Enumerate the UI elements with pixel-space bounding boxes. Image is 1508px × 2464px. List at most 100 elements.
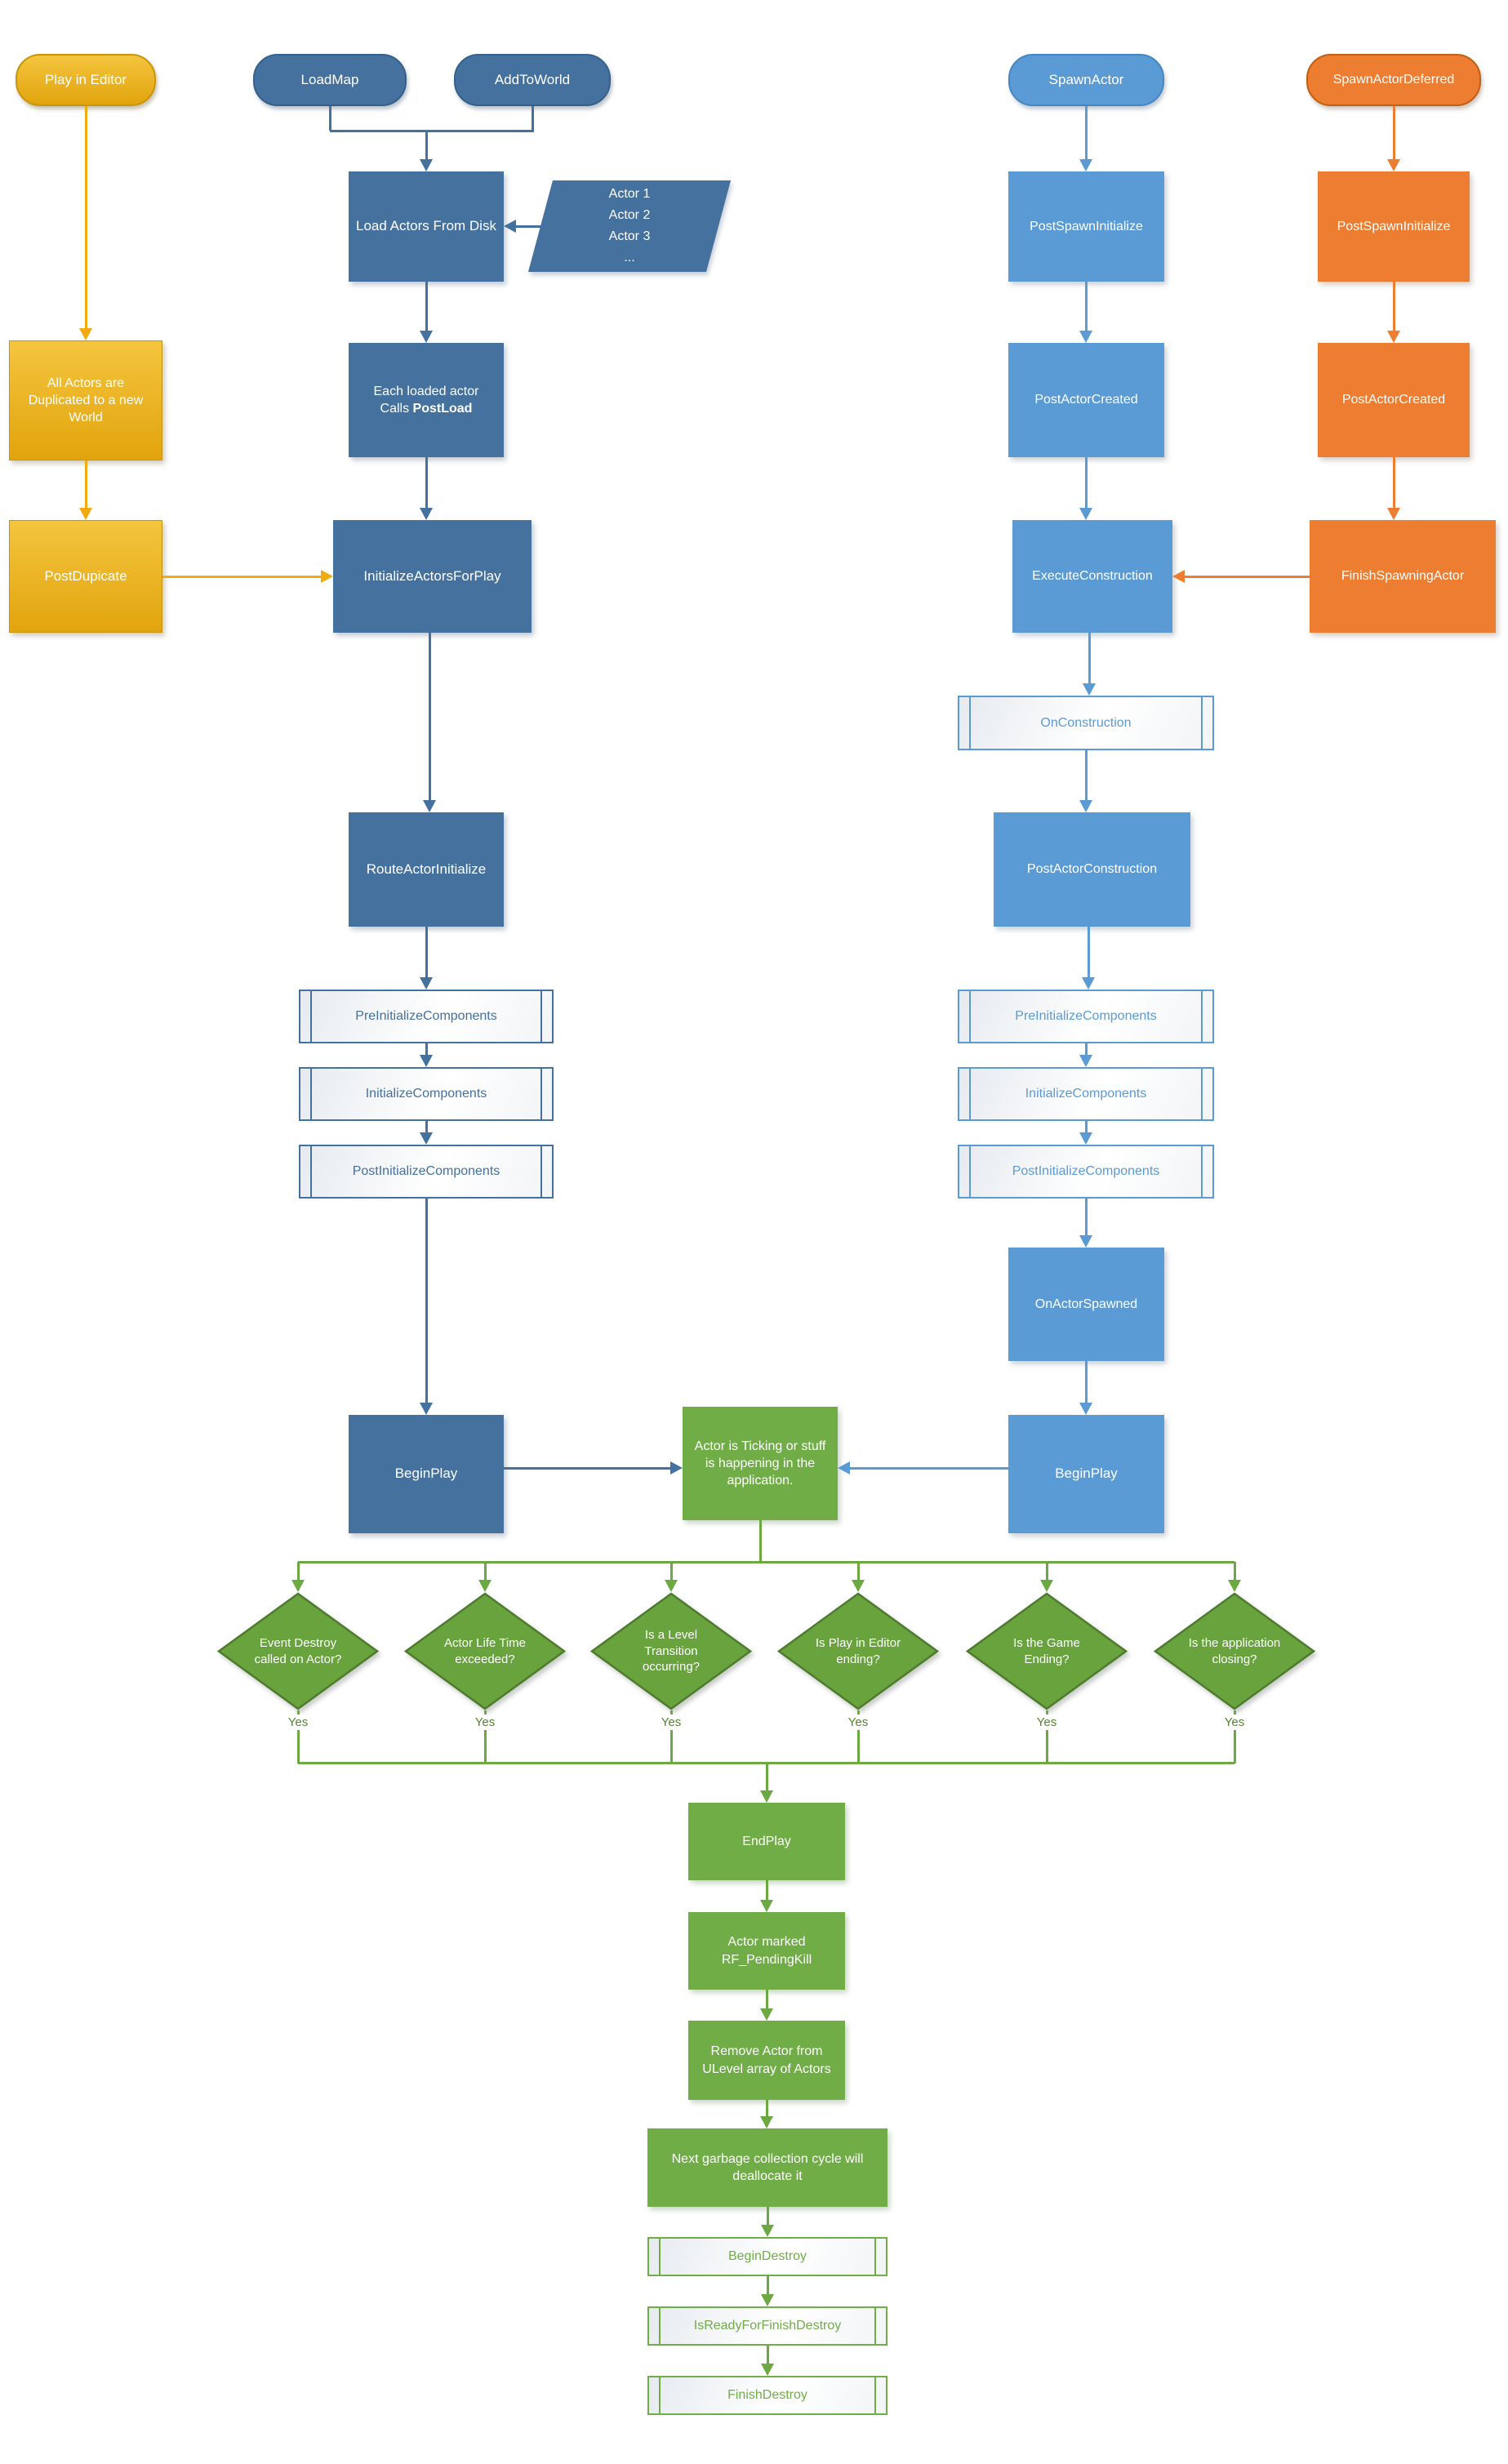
node-label-text: PostSpawnInitialize xyxy=(1337,219,1451,234)
node-label: InitializeComponents xyxy=(359,1085,494,1102)
node-d5: Is the Game Ending? xyxy=(966,1592,1128,1710)
node-load_actors: Load Actors From Disk xyxy=(349,171,504,282)
node-label: Is the Game Ending? xyxy=(966,1635,1128,1667)
node-label-text: PostSpawnInitialize xyxy=(1030,219,1143,234)
node-postspawninit_o: PostSpawnInitialize xyxy=(1318,171,1470,282)
connector-line xyxy=(1084,457,1088,510)
node-label: PostInitializeComponents xyxy=(1006,1163,1167,1180)
arrowhead-icon xyxy=(761,2364,774,2376)
arrowhead-icon xyxy=(420,1403,433,1415)
connector-line xyxy=(162,575,323,578)
connector-line xyxy=(1233,1562,1236,1582)
node-label: Load Actors From Disk xyxy=(349,217,503,235)
node-label-text: Actor marked RF_PendingKill xyxy=(721,1935,812,1967)
node-label-text: FinishDestroy xyxy=(727,2388,807,2403)
arrowhead-icon xyxy=(1079,800,1092,812)
arrowhead-icon xyxy=(665,1580,678,1592)
connector-line xyxy=(1392,106,1395,162)
node-label-text: PreInitializeComponents xyxy=(1015,1009,1157,1024)
connector-line xyxy=(766,2276,769,2297)
node-d6: Is the application closing? xyxy=(1154,1592,1315,1710)
node-label: AddToWorld xyxy=(488,71,576,89)
connector-line xyxy=(1084,1121,1088,1135)
node-play_in_editor: Play in Editor xyxy=(16,54,156,106)
connector-line xyxy=(514,225,552,228)
yes-label: Yes xyxy=(283,1715,313,1730)
node-label-text: BeginPlay xyxy=(1055,1466,1118,1482)
arrowhead-icon xyxy=(423,800,436,812)
node-label-text: PreInitializeComponents xyxy=(355,1009,497,1024)
connector-line xyxy=(1392,457,1395,510)
node-d2: Actor Life Time exceeded? xyxy=(404,1592,566,1710)
node-label: PostSpawnInitialize xyxy=(1023,218,1150,235)
node-spawnactor: SpawnActor xyxy=(1008,54,1164,106)
connector-line xyxy=(765,1763,768,1793)
connector-line xyxy=(1045,1562,1048,1582)
node-label-text: RouteActorInitialize xyxy=(366,861,487,877)
node-label: LoadMap xyxy=(295,71,366,89)
arrowhead-icon xyxy=(760,2008,773,2021)
node-label: IsReadyForFinishDestroy xyxy=(687,2317,848,2334)
connector-line xyxy=(425,927,428,980)
node-init_r: InitializeComponents xyxy=(958,1067,1214,1121)
connector-line xyxy=(84,106,87,331)
connector-line xyxy=(425,282,428,333)
node-label-text: Is Play in Editor ending? xyxy=(815,1636,901,1666)
node-executeconstruction: ExecuteConstruction xyxy=(1012,520,1172,633)
diamond-icon xyxy=(404,1592,566,1710)
node-d1: Event Destroy called on Actor? xyxy=(217,1592,379,1710)
connector-line xyxy=(765,1880,768,1902)
arrowhead-icon xyxy=(1079,1403,1092,1415)
node-finishdestroy: FinishDestroy xyxy=(647,2376,887,2415)
node-label: FinishSpawningActor xyxy=(1335,567,1470,585)
connector-line xyxy=(504,1466,673,1470)
connector-line xyxy=(766,2207,769,2227)
connector-line xyxy=(84,460,87,510)
node-addtoworld: AddToWorld xyxy=(454,54,611,106)
node-onconstruction: OnConstruction xyxy=(958,696,1214,750)
node-postactorconstruction: PostActorConstruction xyxy=(994,812,1190,927)
node-label-text: Remove Actor from ULevel array of Actors xyxy=(702,2044,831,2076)
node-label-text: Actor is Ticking or stuff is happening i… xyxy=(694,1439,826,1488)
node-label-text: Is the Game Ending? xyxy=(1013,1636,1080,1666)
arrowhead-icon xyxy=(79,328,92,340)
node-label: PostInitializeComponents xyxy=(346,1163,507,1180)
arrowhead-icon xyxy=(1040,1580,1053,1592)
node-postspawninit_b: PostSpawnInitialize xyxy=(1008,171,1164,282)
node-onactorspawned: OnActorSpawned xyxy=(1008,1248,1164,1361)
node-pre_r: PreInitializeComponents xyxy=(958,990,1214,1043)
connector-line xyxy=(330,129,534,132)
node-label-text: Play in Editor xyxy=(44,71,127,87)
node-label: OnConstruction xyxy=(1034,714,1137,732)
arrowhead-icon xyxy=(852,1580,865,1592)
connector-line xyxy=(1045,1710,1048,1763)
node-label-text: IsReadyForFinishDestroy xyxy=(693,2319,842,2333)
node-label-text: AddToWorld xyxy=(494,71,571,87)
node-label-text: PostActorCreated xyxy=(1341,393,1446,407)
connector-line xyxy=(483,1710,487,1763)
node-post_r: PostInitializeComponents xyxy=(958,1145,1214,1199)
node-label-bold: PostLoad xyxy=(412,402,473,416)
node-each_loaded: Each loaded actor Calls PostLoad xyxy=(349,343,504,457)
node-label: InitializeActorsForPlay xyxy=(357,567,507,585)
arrowhead-icon xyxy=(1079,1055,1092,1067)
arrowhead-icon xyxy=(1079,1235,1092,1248)
node-label-text: InitializeComponents xyxy=(1025,1087,1147,1101)
node-label: All Actors are Duplicated to a new World xyxy=(10,375,162,426)
connector-line xyxy=(856,1710,860,1763)
connector-line xyxy=(428,633,431,803)
yes-label: Yes xyxy=(470,1715,500,1730)
connector-line xyxy=(758,1520,762,1563)
node-loadmap: LoadMap xyxy=(253,54,407,106)
node-label-text: LoadMap xyxy=(300,71,359,87)
node-label: PostActorConstruction xyxy=(1021,861,1163,878)
node-label: Is the application closing? xyxy=(1154,1635,1315,1667)
node-label: PostActorCreated xyxy=(1028,391,1144,408)
arrowhead-icon xyxy=(1228,1580,1241,1592)
yes-label: Yes xyxy=(656,1715,686,1730)
node-d4: Is Play in Editor ending? xyxy=(777,1592,939,1710)
node-label-text: PostInitializeComponents xyxy=(352,1164,500,1179)
connector-line xyxy=(328,106,331,131)
node-remove: Remove Actor from ULevel array of Actors xyxy=(688,2021,845,2100)
